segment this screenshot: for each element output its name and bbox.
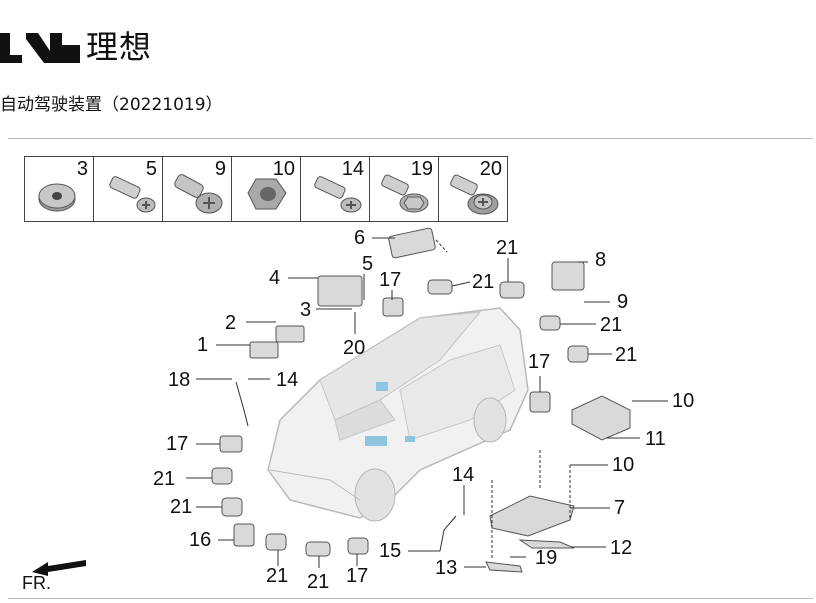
hardware-number: 3 — [76, 158, 88, 180]
callout-label: 21 — [600, 314, 623, 336]
hardware-cell: 14 — [301, 157, 370, 221]
callout-label: 9 — [617, 291, 629, 313]
radar-module — [317, 275, 363, 307]
hardware-cell: 10 — [232, 157, 301, 221]
callout-label: 21 — [307, 571, 330, 593]
bracket — [518, 539, 575, 549]
ultrasonic-sensor — [221, 497, 243, 517]
ultrasonic-sensor — [427, 279, 453, 295]
leader-lines — [186, 237, 668, 568]
radar-sensor — [219, 435, 243, 453]
camera-bracket — [275, 325, 305, 343]
ultrasonic-sensor — [305, 541, 331, 557]
washer-icon — [38, 183, 76, 212]
callout-label: 21 — [153, 468, 176, 490]
ultrasonic-sensor — [499, 281, 525, 299]
radar-sensor — [347, 537, 369, 555]
callout-label: 5 — [362, 253, 374, 275]
camera-module — [233, 523, 255, 547]
callout-label: 1 — [197, 334, 209, 356]
callout-label: 14 — [452, 464, 475, 486]
front-camera-unit — [388, 227, 436, 259]
front-direction-arrow-icon — [32, 560, 86, 576]
hardware-strip: 3 5 9 10 14 19 20 — [24, 156, 508, 222]
callout-label: 11 — [645, 428, 666, 450]
callout-label: 17 — [379, 269, 402, 291]
ecu-mounting-plate — [489, 495, 575, 537]
brand-name: 理想 — [86, 28, 153, 66]
ultrasonic-sensor — [567, 345, 589, 363]
vehicle-illustration — [267, 307, 529, 522]
nut-icon — [247, 178, 287, 210]
divider-bottom — [8, 598, 813, 599]
ultrasonic-sensor — [265, 533, 287, 551]
callout-label: 18 — [168, 369, 191, 391]
hardware-cell: 3 — [25, 157, 94, 221]
ultrasonic-sensor — [211, 467, 233, 485]
callout-label: 15 — [379, 540, 402, 562]
callout-label: 19 — [535, 547, 558, 569]
ultrasonic-sensor — [539, 315, 561, 331]
callout-label: 21 — [472, 271, 495, 293]
callout-label: 21 — [170, 496, 193, 518]
hardware-number: 19 — [410, 158, 433, 180]
callout-label: 2 — [225, 312, 237, 334]
callout-label: 21 — [496, 237, 519, 259]
orientation-label: FR. — [22, 573, 51, 593]
bolt-icon — [314, 176, 362, 213]
hardware-cell: 9 — [163, 157, 232, 221]
callout-label: 17 — [346, 565, 369, 587]
hardware-number: 20 — [479, 158, 502, 180]
hardware-number: 14 — [341, 158, 364, 180]
hardware-number: 5 — [145, 158, 157, 180]
hardware-number: 10 — [272, 158, 295, 180]
control-unit — [571, 395, 631, 441]
callout-label: 16 — [189, 529, 212, 551]
callout-label: 10 — [612, 454, 635, 476]
callout-label: 6 — [354, 227, 366, 249]
hardware-number: 9 — [214, 158, 226, 180]
hardware-cell: 5 — [94, 157, 163, 221]
hardware-cell: 20 — [439, 157, 507, 221]
hardware-cell: 19 — [370, 157, 439, 221]
callout-label: 17 — [528, 351, 551, 373]
callout-label: 21 — [615, 344, 638, 366]
radar-sensor — [382, 297, 404, 317]
component-drawings — [211, 227, 631, 573]
document-subtitle: 自动驾驶装置（20221019） — [0, 95, 223, 115]
surround-camera — [249, 341, 279, 359]
callout-label: 8 — [595, 249, 607, 271]
flange-bolt-icon — [381, 174, 429, 213]
callout-label: 20 — [343, 337, 366, 359]
callout-label: 3 — [300, 299, 312, 321]
screw-icon — [174, 174, 223, 214]
bolt-icon — [109, 176, 156, 213]
bracket — [485, 561, 523, 573]
radar-sensor — [529, 391, 551, 413]
divider-top — [8, 138, 813, 139]
callout-label: 12 — [610, 537, 633, 559]
washer-screw-icon — [450, 174, 499, 215]
callout-label: 13 — [435, 557, 458, 579]
li-auto-logo-icon — [0, 33, 80, 63]
callout-label: 21 — [266, 565, 289, 587]
side-camera-bracket — [551, 261, 585, 291]
callout-label: 10 — [672, 390, 695, 412]
callout-label: 7 — [614, 497, 626, 519]
brand-logo: 理想 — [0, 22, 152, 68]
callout-label: 17 — [166, 433, 189, 455]
callout-label: 4 — [269, 267, 281, 289]
callout-label: 14 — [276, 369, 299, 391]
